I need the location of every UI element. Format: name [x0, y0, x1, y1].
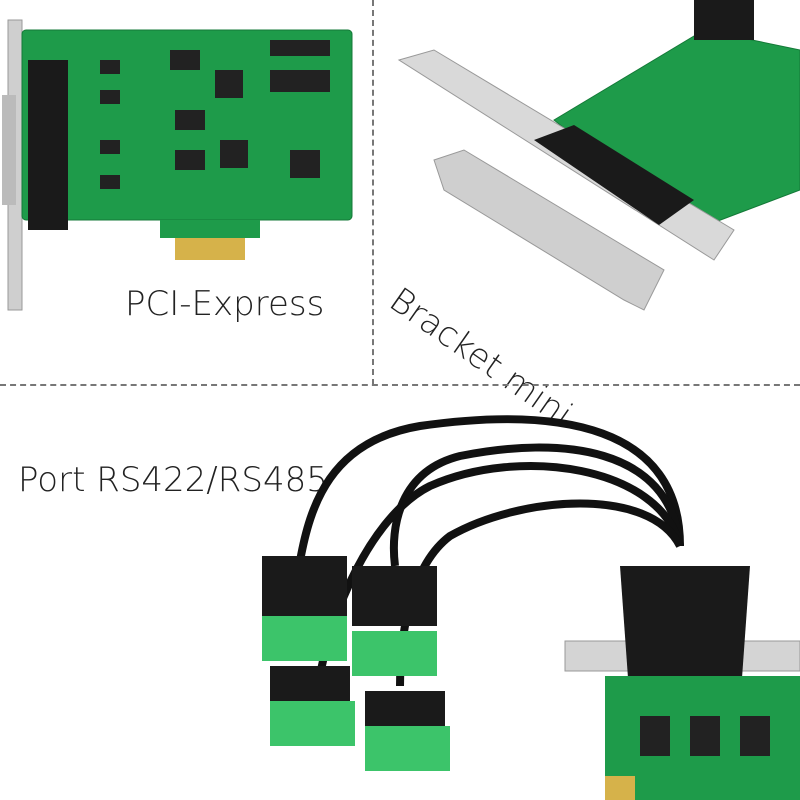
label-pci-express: PCI-Express — [125, 284, 325, 324]
divider-vertical — [372, 0, 374, 385]
pci-express-card-image — [2, 19, 353, 311]
divider-horizontal — [0, 384, 800, 386]
fanout-cable-image — [262, 415, 800, 800]
bracket-mini-image — [397, 0, 800, 311]
db37-connector — [534, 125, 694, 225]
low-profile-bracket — [433, 149, 665, 311]
db9-adapters — [262, 556, 450, 771]
db37-connector — [28, 60, 68, 230]
db37-plug — [620, 566, 750, 706]
label-port: Port RS422/RS485 — [18, 460, 328, 500]
